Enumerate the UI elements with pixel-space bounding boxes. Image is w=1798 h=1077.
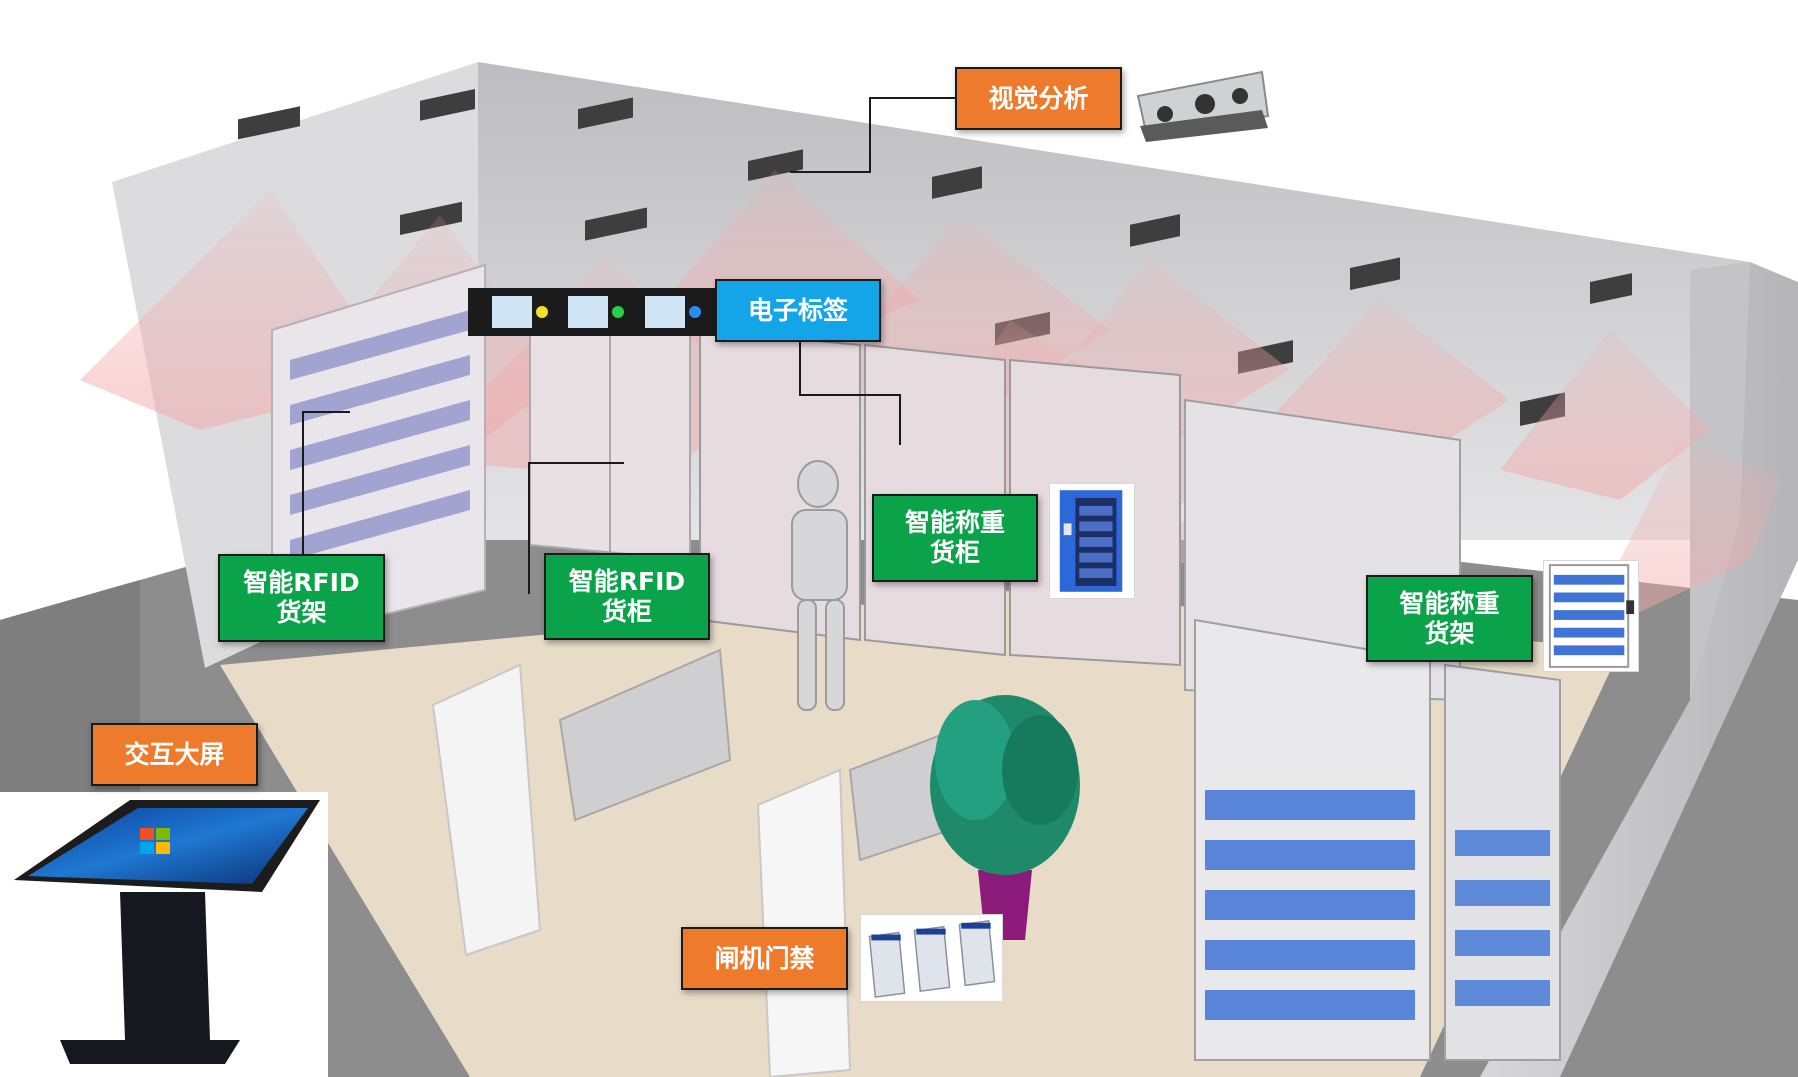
windows-logo-icon (140, 828, 170, 854)
blue-bin-shelf-icon (1548, 564, 1635, 668)
potted-plant (930, 695, 1080, 940)
gate-access-label: 闸机门禁 (681, 927, 848, 990)
vision-analysis-label: 视觉分析 (955, 67, 1122, 130)
weigh-cabinet-thumbnail (1049, 483, 1135, 599)
electronic-label-strip (468, 288, 718, 336)
rfid-shelf-label: 智能RFID 货架 (218, 554, 385, 642)
rfid-shelf-illustration (271, 263, 486, 627)
interactive-screen-label: 交互大屏 (91, 723, 258, 786)
speed-gate-icon (868, 920, 996, 998)
gate-thumbnail (860, 914, 1003, 1002)
weigh-cabinet-label: 智能称重 货柜 (872, 494, 1038, 582)
weigh-shelf-label: 智能称重 货架 (1366, 575, 1533, 662)
blue-cabinet-icon (1059, 490, 1123, 592)
depth-camera-icon (1136, 70, 1270, 142)
callout-lines (302, 97, 955, 594)
electronic-tag-label: 电子标签 (715, 279, 881, 342)
robot-figure (791, 460, 848, 711)
interactive-screen-kiosk (0, 792, 328, 1077)
weighing-shelf-illustration (1184, 398, 1561, 1061)
weigh-shelf-thumbnail (1543, 560, 1639, 672)
rfid-cabinet-label: 智能RFID 货柜 (544, 553, 710, 640)
right-wall (1480, 262, 1798, 1077)
